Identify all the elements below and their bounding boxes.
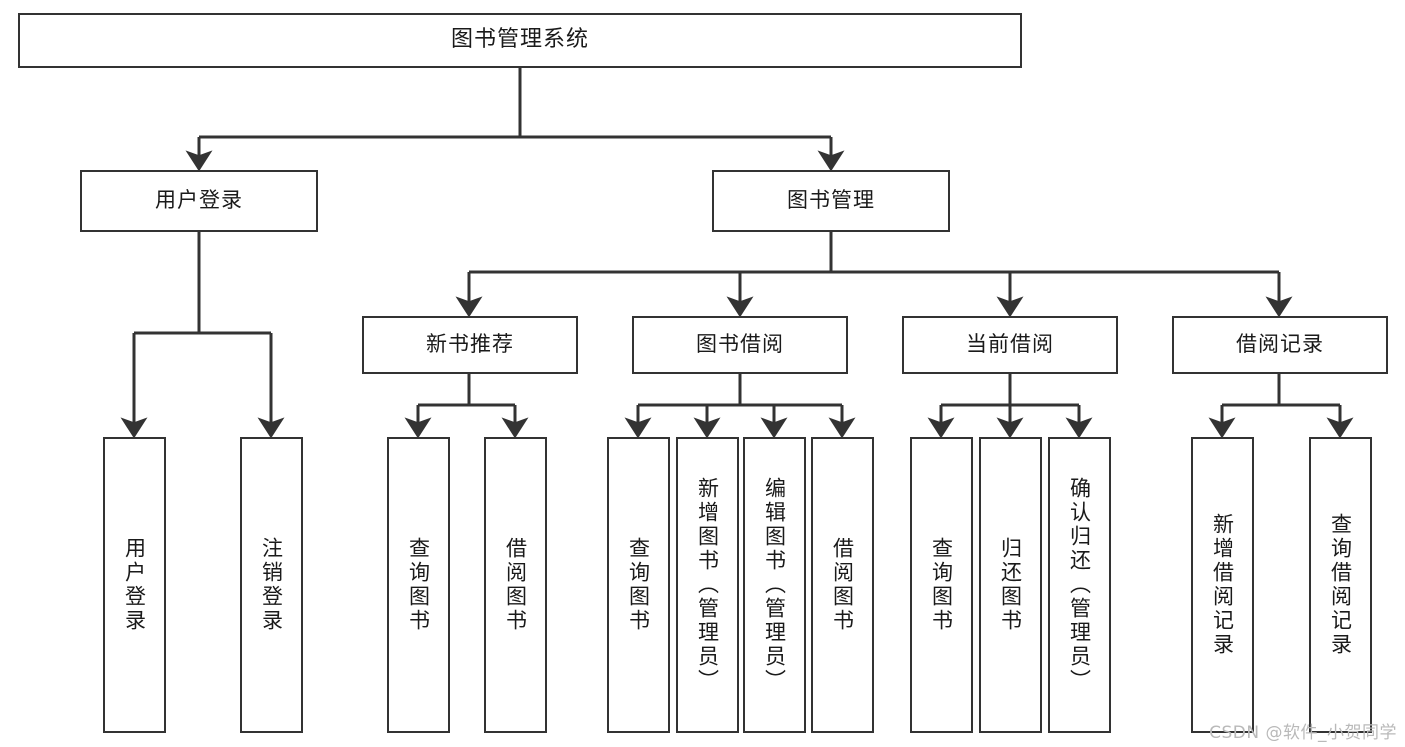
leaf-record-add-record[interactable]: 新增借阅记录 [1191, 437, 1254, 733]
node-borrow-record[interactable]: 借阅记录 [1172, 316, 1388, 374]
node-label: 图书管理 [787, 188, 875, 213]
node-root-system[interactable]: 图书管理系统 [18, 13, 1022, 68]
node-label: 新增借阅记录 [1210, 513, 1235, 657]
node-label: 图书管理系统 [450, 27, 589, 53]
leaf-current-confirm-return-admin[interactable]: 确认归还（管理员） [1048, 437, 1111, 733]
node-book-management[interactable]: 图书管理 [712, 170, 950, 232]
watermark-text: CSDN @软件_小贺同学 [1209, 723, 1397, 743]
node-label: 归还图书 [998, 537, 1023, 633]
node-label: 查询图书 [929, 537, 954, 633]
node-label: 注销登录 [259, 537, 284, 633]
node-new-book-recommend[interactable]: 新书推荐 [362, 316, 578, 374]
node-label: 借阅图书 [830, 537, 855, 633]
node-label: 查询借阅记录 [1328, 513, 1353, 657]
node-label: 借阅记录 [1236, 332, 1324, 357]
node-label: 借阅图书 [503, 537, 528, 633]
node-label: 查询图书 [626, 537, 651, 633]
node-label: 确认归还（管理员） [1067, 477, 1092, 693]
leaf-recommend-borrow-book[interactable]: 借阅图书 [484, 437, 547, 733]
leaf-record-query-record[interactable]: 查询借阅记录 [1309, 437, 1372, 733]
node-book-borrow[interactable]: 图书借阅 [632, 316, 848, 374]
node-current-borrow[interactable]: 当前借阅 [902, 316, 1118, 374]
leaf-current-query-book[interactable]: 查询图书 [910, 437, 973, 733]
leaf-recommend-query-book[interactable]: 查询图书 [387, 437, 450, 733]
node-label: 用户登录 [155, 188, 243, 213]
leaf-current-return-book[interactable]: 归还图书 [979, 437, 1042, 733]
node-label: 新增图书（管理员） [695, 477, 720, 693]
node-label: 新书推荐 [426, 332, 514, 357]
node-label: 图书借阅 [696, 332, 784, 357]
node-label: 用户登录 [122, 537, 147, 633]
leaf-user-logout[interactable]: 注销登录 [240, 437, 303, 733]
node-user-login[interactable]: 用户登录 [80, 170, 318, 232]
node-label: 编辑图书（管理员） [762, 477, 787, 693]
node-label: 当前借阅 [966, 332, 1054, 357]
leaf-borrow-add-book-admin[interactable]: 新增图书（管理员） [676, 437, 739, 733]
leaf-borrow-borrow-book[interactable]: 借阅图书 [811, 437, 874, 733]
leaf-borrow-query-book[interactable]: 查询图书 [607, 437, 670, 733]
leaf-user-login[interactable]: 用户登录 [103, 437, 166, 733]
leaf-borrow-edit-book-admin[interactable]: 编辑图书（管理员） [743, 437, 806, 733]
node-label: 查询图书 [406, 537, 431, 633]
